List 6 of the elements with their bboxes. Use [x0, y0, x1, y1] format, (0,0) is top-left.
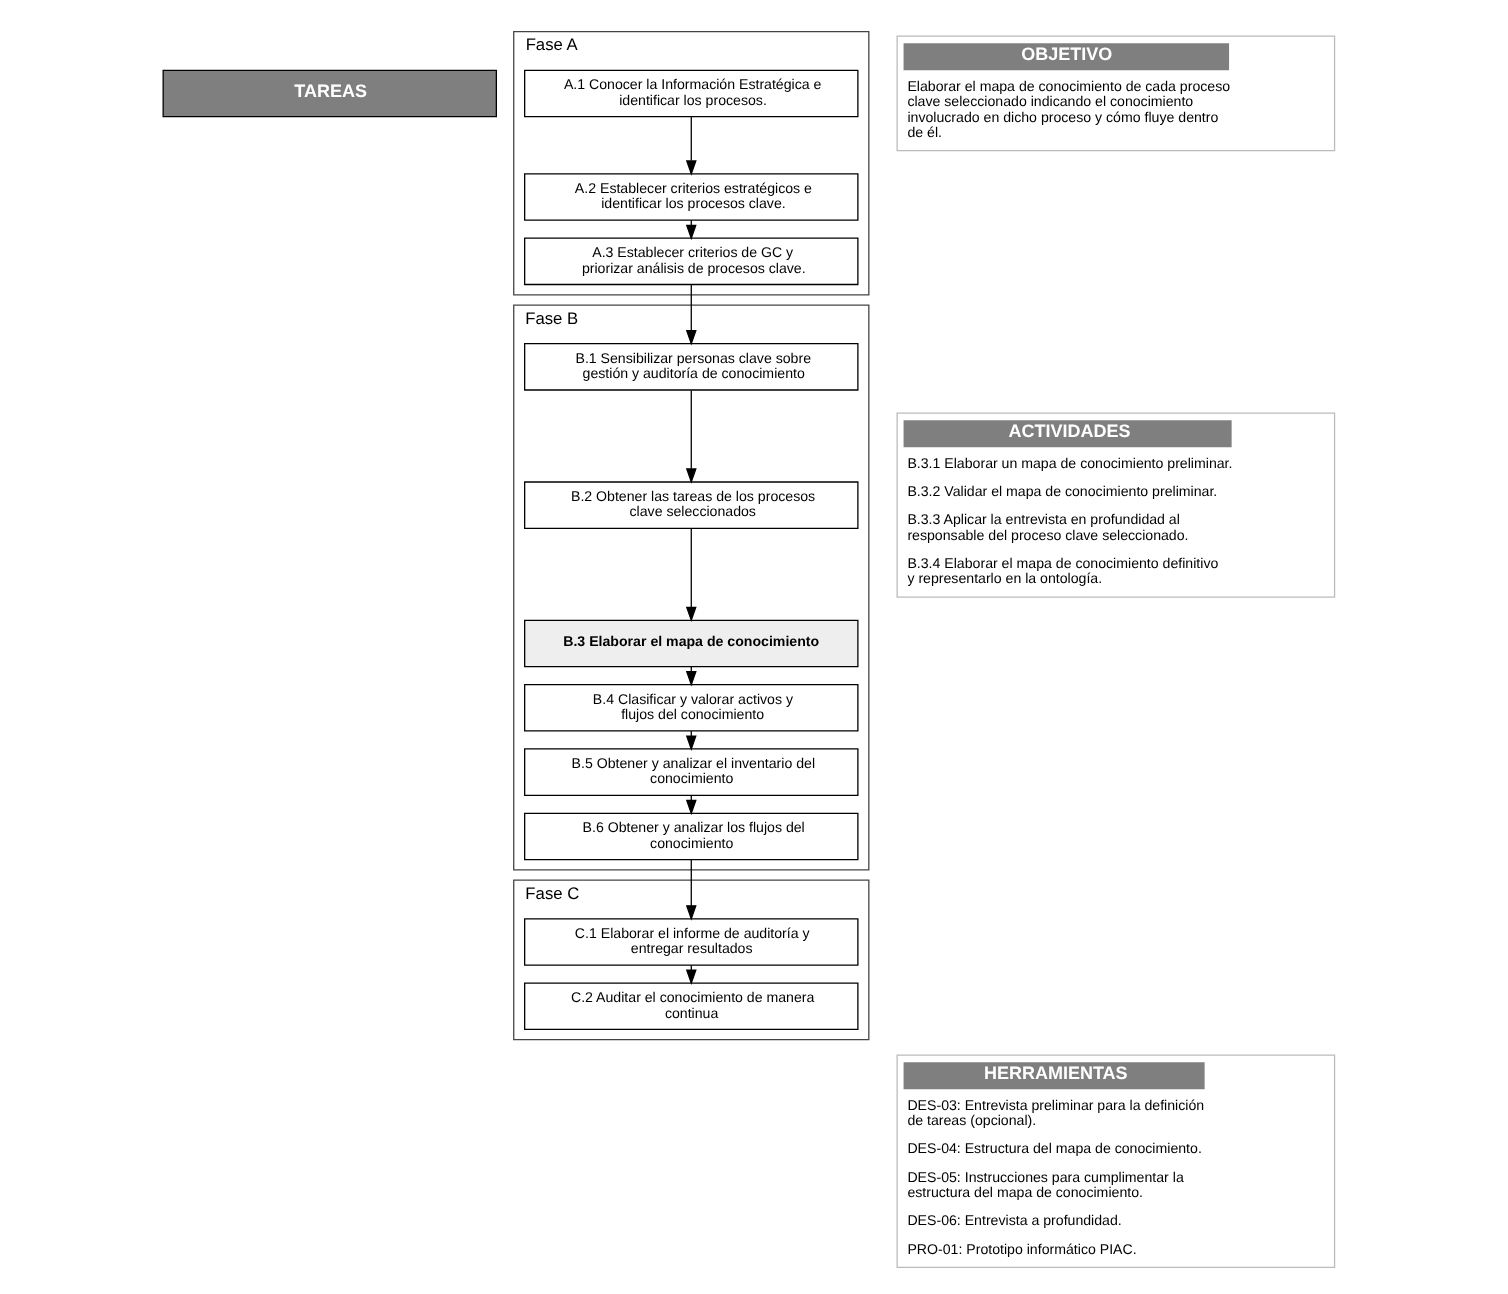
- node-box: TAREAS: [162, 69, 497, 118]
- arrow: [685, 116, 697, 176]
- arrow: [685, 528, 697, 623]
- arrow: [685, 859, 697, 921]
- arrow: [685, 284, 697, 346]
- arrow: [685, 389, 697, 484]
